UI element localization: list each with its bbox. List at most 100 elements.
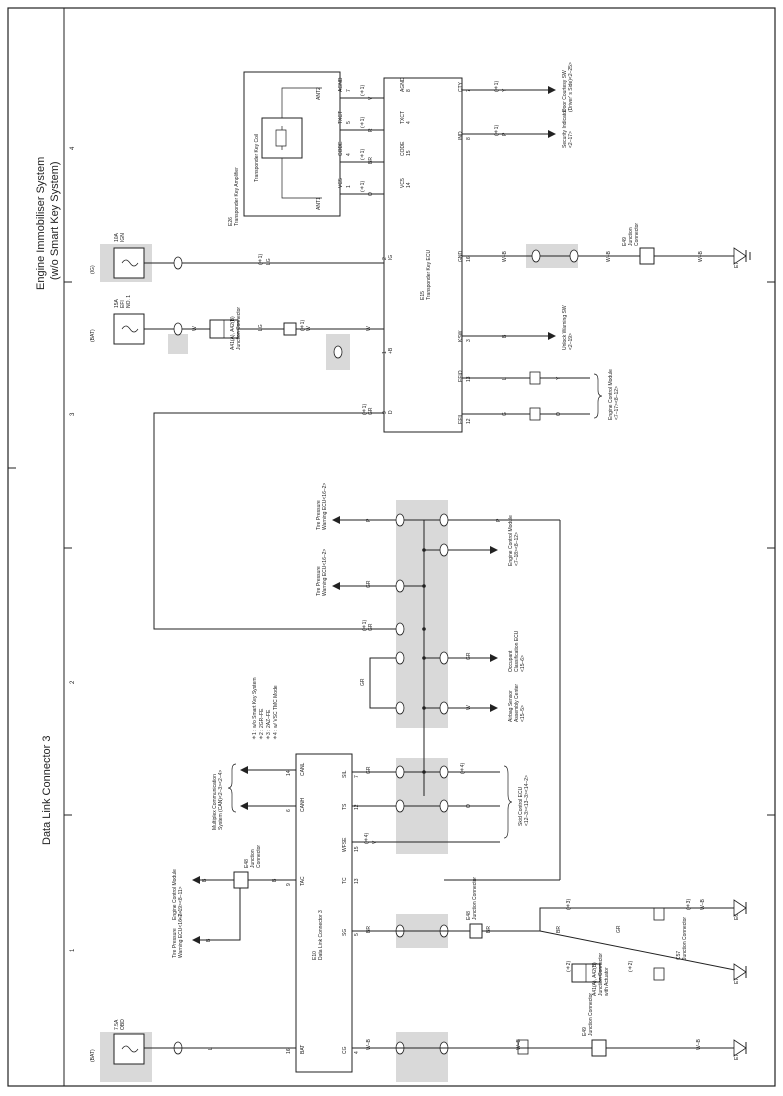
svg-text:BAT: BAT [300,1045,306,1054]
svg-text:TS: TS [342,803,348,810]
svg-text:7: 7 [346,89,352,92]
svg-text:15A: 15A [114,298,120,308]
svg-text:(＊1): (＊1) [362,404,368,415]
svg-text:BR: BR [368,157,374,164]
svg-text:Connector: Connector [256,845,262,868]
dlc-box [295,753,353,1073]
grid-3: 3 [70,412,76,416]
svg-text:GR: GR [466,652,472,660]
amp-id: E26 [228,217,234,226]
svg-text:CANL: CANL [300,762,306,776]
svg-text:＊1 : w/o Smart Key System: ＊1 : w/o Smart Key System [252,677,258,740]
svg-text:GR: GR [366,766,372,774]
dlc-pins: BAT 16 CG 4 SG 5 TC 13 WFSE 15 TS 12 SIL… [286,762,360,1054]
svg-text:P: P [502,132,508,136]
fuse-ign: 10A IGN (IG) [90,232,145,279]
svg-text:＊2 : 2GR–FE: ＊2 : 2GR–FE [259,708,265,740]
svg-text:Door Courtesy SW: Door Courtesy SW [562,70,568,112]
svg-text:13: 13 [466,376,472,382]
svg-text:CODE: CODE [400,141,406,156]
svg-text:Y: Y [502,88,508,92]
ecu-right-wires: Y (＊1) Door Courtesy SW (Driver' s Side)… [462,62,620,420]
svg-text:(＊1): (＊1) [362,620,368,631]
d-wire: GR (＊1) GR (＊1) [153,404,400,631]
svg-text:15: 15 [406,150,412,156]
svg-text:EFII: EFII [458,415,464,424]
svg-text:AGND: AGND [400,77,406,92]
svg-text:TXCT: TXCT [400,111,406,124]
svg-text:Junction Connector: Junction Connector [472,877,478,920]
svg-text:L: L [208,1047,214,1050]
title-left: Data Link Connector 3 [41,736,53,845]
svg-text:EFIO: EFIO [458,370,464,382]
fuse-obd: 7.5A OBD (BAT) [90,1019,145,1065]
svg-text:4: 4 [406,121,412,124]
svg-text:Multiplex Communication: Multiplex Communication [212,774,218,830]
svg-text:Junction Connector: Junction Connector [682,917,688,960]
svg-text:R: R [368,128,374,132]
dlc-id: E10 [312,951,318,960]
svg-text:E6: E6 [734,914,740,920]
svg-text:OBD: OBD [120,1019,126,1030]
svg-text:<15–5>: <15–5> [520,705,526,722]
grid-1: 1 [70,948,76,952]
svg-text:Engine Control Module: Engine Control Module [608,369,614,420]
svg-text:CG: CG [342,1046,348,1054]
svg-text:NO. 1: NO. 1 [126,295,132,308]
svg-text:(IG): (IG) [90,265,96,274]
svg-text:Junction Connector: Junction Connector [588,993,594,1036]
svg-text:WFSE: WFSE [342,837,348,852]
svg-text:W–B: W–B [516,1039,522,1051]
svg-text:GR: GR [368,407,374,415]
svg-text:1: 1 [346,185,352,188]
svg-text:EFI: EFI [120,300,126,308]
svg-text:13: 13 [354,878,360,884]
svg-text:Connector: Connector [634,223,640,246]
svg-text:Warning ECU<16–2>: Warning ECU<16–2> [322,483,328,530]
svg-text:12: 12 [354,804,360,810]
svg-text:B: B [502,334,508,338]
svg-text:4: 4 [346,153,352,156]
svg-text:E49: E49 [622,237,628,246]
amp-ant2: ANT2 [316,87,322,100]
shade-mid [396,500,448,728]
svg-text:16: 16 [286,1048,292,1054]
svg-text:(Driver' s Side)<2–25>: (Driver' s Side)<2–25> [568,62,574,112]
svg-text:O: O [368,192,374,196]
svg-text:W–B: W–B [502,251,508,263]
svg-text:L: L [502,377,508,380]
svg-text:3: 3 [466,339,472,342]
mid-dots [238,548,426,882]
svg-text:(＊1): (＊1) [258,254,264,265]
svg-text:W–B: W–B [366,1039,372,1051]
svg-text:(＊4): (＊4) [364,833,370,844]
svg-text:<2–17>: <2–17> [568,131,574,148]
svg-text:4: 4 [354,1051,360,1054]
svg-text:W: W [466,705,472,710]
svg-text:V: V [372,840,378,844]
svg-text:9: 9 [382,411,388,414]
svg-text:Junction Connector: Junction Connector [236,307,242,350]
svg-text:(BAT): (BAT) [90,329,96,342]
svg-text:(＊3): (＊3) [566,899,572,910]
svg-text:IND: IND [458,131,464,140]
svg-text:with Actuator: with Actuator [604,967,610,996]
svg-text:2: 2 [382,257,388,260]
dlc-name: Data Link Connector 3 [318,910,324,960]
fuse-efi: 15A EFI NO. 1 (BAT) [90,295,145,345]
svg-text:E48: E48 [244,859,250,868]
notes: ＊1 : w/o Smart Key System ＊2 : 2GR–FE ＊3… [252,677,279,740]
svg-text:Tire Pressure: Tire Pressure [316,566,322,596]
svg-text:IGN: IGN [120,233,126,242]
dlc-right-wires: BR BR E48 Junction Connector BR GR (＊3) … [352,877,747,1060]
coil-label: Transponder Key Coil [254,134,260,182]
svg-text:W: W [192,326,198,331]
svg-text:O: O [466,804,472,808]
svg-text:7.5A: 7.5A [114,1019,120,1030]
svg-text:(＊2): (＊2) [566,961,572,972]
svg-text:GR: GR [366,580,372,588]
svg-text:(＊1): (＊1) [494,125,500,136]
svg-text:E7: E7 [734,1054,740,1060]
svg-text:B: B [206,938,212,942]
svg-text:<7–19><8–11>: <7–19><8–11> [178,886,184,920]
